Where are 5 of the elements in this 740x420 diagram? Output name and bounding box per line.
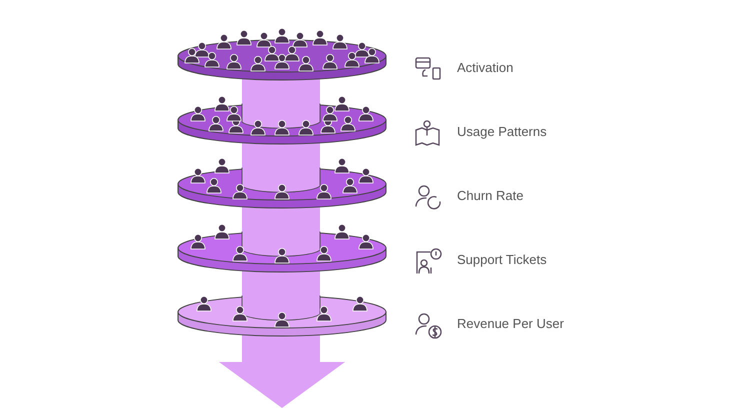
metric-label: Activation <box>457 60 514 76</box>
metric-label: Support Tickets <box>457 252 547 268</box>
metric-label: Usage Patterns <box>457 124 547 140</box>
metric-label: Churn Rate <box>457 188 524 204</box>
metric-label: Revenue Per User <box>457 316 564 332</box>
